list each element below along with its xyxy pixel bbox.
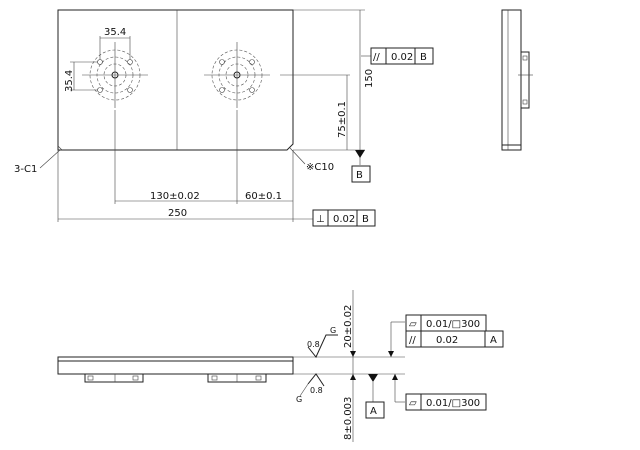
dim-hole-pitch-y: 35.4 [64,70,75,92]
svg-text:0.02: 0.02 [436,335,458,346]
finish-top-grade: G [330,326,336,335]
label-chamfer-corners: 3-C1 [14,164,37,175]
dim-offset: 60±0.1 [245,191,282,202]
label-chamfer-special: ※C10 [306,162,334,173]
side-view [501,9,533,151]
fcf-parallel-b: // 0.02 B [370,47,434,65]
svg-text://: // [409,335,416,346]
svg-text:B: B [420,52,427,63]
svg-text:0.02: 0.02 [391,52,413,63]
svg-text:A: A [490,335,497,346]
dim-thickness: 20±0.02 [343,305,354,348]
svg-text:▱: ▱ [409,398,417,409]
svg-text:▱: ▱ [409,319,417,330]
finish-bottom-symbol [307,373,325,387]
dim-spacing: 130±0.02 [150,191,200,202]
plate-outline [57,9,294,151]
dim-base: 8±0.003 [343,397,354,440]
dim-height: 150 [364,69,375,88]
front-view: 0.8 G 0.8 G 20±0.02 8±0.003 A ▱ 0.01/□30… [57,290,504,442]
svg-text://: // [373,52,380,63]
dim-center-height: 75±0.1 [337,101,348,138]
dim-width: 250 [168,208,187,219]
top-view: 35.4 35.4 150 75±0.1 // 0.02 B B 3-C [14,9,434,227]
fcf-perp-b: ⊥ 0.02 B [312,209,376,227]
finish-bottom-grade: G [296,395,302,404]
finish-top-ra: 0.8 [307,340,320,349]
datum-a-box [365,401,385,419]
left-hole-pattern [82,42,148,108]
fcf-parallel-a: // 0.02 A [405,330,504,348]
datum-a-label: A [370,406,377,417]
svg-text:B: B [362,214,369,225]
datum-b-box [351,165,371,183]
fcf-flatness-bottom: ▱ 0.01/□300 [405,393,487,411]
svg-text:0.02: 0.02 [333,214,355,225]
datum-b-label: B [356,170,363,181]
dim-hole-pitch-x: 35.4 [104,27,126,38]
finish-top-symbol [307,334,338,358]
right-hole-pattern [204,42,270,108]
svg-text:0.01/□300: 0.01/□300 [426,398,480,409]
svg-text:⊥: ⊥ [316,214,325,225]
fcf-flatness-top: ▱ 0.01/□300 [405,314,487,332]
svg-text:0.01/□300: 0.01/□300 [426,319,480,330]
finish-bottom-ra: 0.8 [310,386,323,395]
chamfer-mark [57,145,63,151]
